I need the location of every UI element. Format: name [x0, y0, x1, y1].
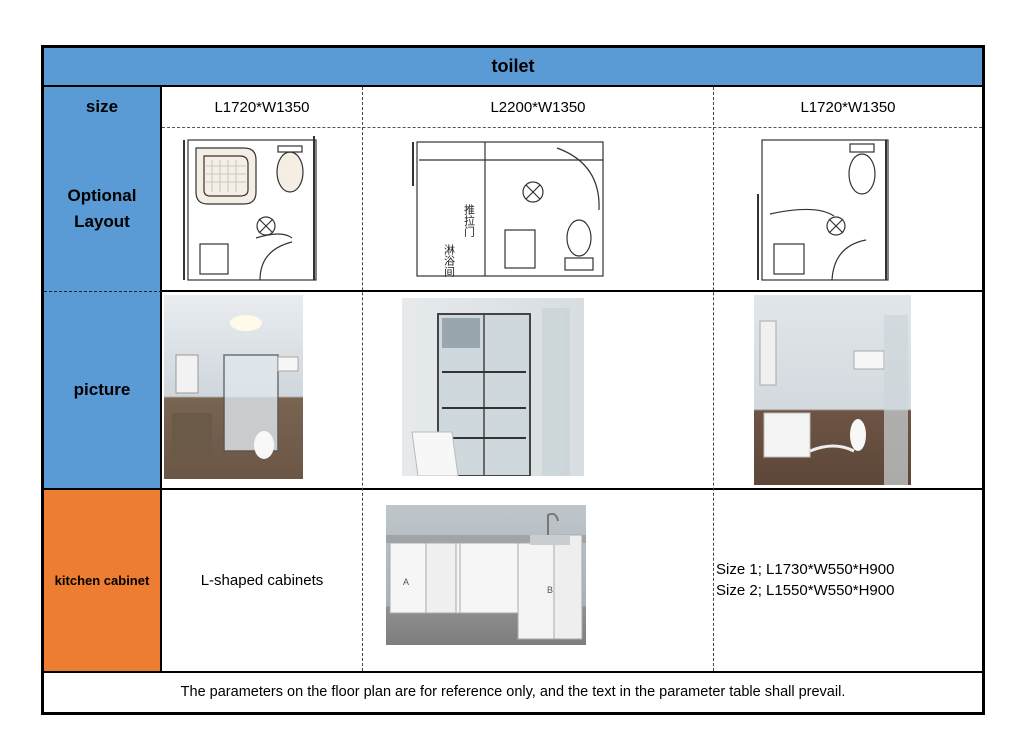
row-label-layout: Optional Layout — [44, 127, 162, 291]
floor-plan-label-shower: 淋浴间 — [443, 244, 456, 278]
size-cell-1: L1720*W1350 — [214, 98, 310, 116]
size-cell-2: L2200*W1350 — [490, 98, 586, 116]
table-title: toilet — [44, 48, 982, 87]
cabinet-mark-b: B — [547, 585, 554, 595]
floor-plan-2: 淋浴间 推拉门 — [412, 141, 604, 278]
photo-bathroom-3 — [754, 295, 911, 485]
grid-line — [44, 291, 162, 292]
cabinet-mark-a: A — [403, 577, 410, 587]
spec-table: toilet size Optional Layout picture kitc… — [41, 45, 985, 715]
row-label-kitchen: kitchen cabinet — [44, 489, 162, 672]
row-label-layout-line2: Layout — [74, 212, 130, 231]
grid-line — [162, 290, 982, 292]
kitchen-size-1: Size 1; L1730*W550*H900 — [716, 561, 895, 578]
grid-line — [362, 87, 363, 671]
photo-bathroom-1 — [164, 295, 303, 479]
size-cell-3: L1720*W1350 — [800, 98, 896, 116]
row-label-layout-line1: Optional — [67, 186, 137, 205]
kitchen-cell-3: Size 1; L1730*W550*H900 Size 2; L1550*W5… — [714, 489, 982, 671]
floor-plan-3 — [757, 139, 889, 281]
floor-plan-label-door: 推拉门 — [463, 203, 476, 238]
kitchen-size-2: Size 2; L1550*W550*H900 — [716, 582, 895, 599]
photo-bathroom-2 — [402, 298, 584, 476]
grid-line — [44, 671, 982, 673]
photo-kitchen-cabinet: A B — [386, 505, 586, 645]
kitchen-cell-1: L-shaped cabinets — [200, 571, 324, 589]
row-label-picture: picture — [44, 291, 162, 489]
grid-line — [713, 87, 714, 671]
grid-line — [44, 488, 982, 490]
grid-line — [162, 127, 982, 128]
floor-plan-1 — [183, 136, 317, 281]
footer-note: The parameters on the floor plan are for… — [180, 684, 846, 700]
row-label-size: size — [44, 87, 162, 127]
